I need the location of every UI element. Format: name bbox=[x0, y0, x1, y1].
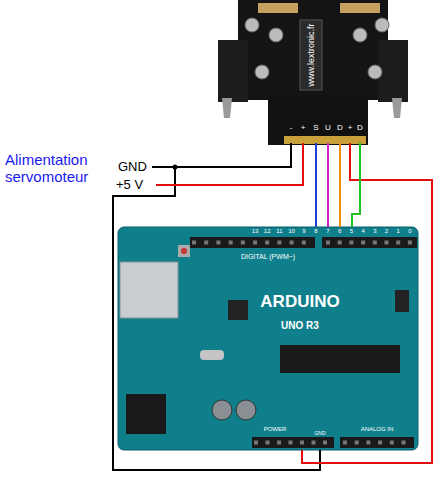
board-text: UNO R3 bbox=[281, 320, 319, 331]
supply-pin-label: +5 V bbox=[116, 178, 143, 192]
wire bbox=[327, 143, 329, 227]
pin-number: 1 bbox=[397, 228, 400, 235]
pin-number: 8 bbox=[314, 228, 317, 235]
pin-number: 7 bbox=[326, 228, 329, 235]
pin-number: 2 bbox=[385, 228, 388, 235]
pin-number: 6 bbox=[338, 228, 341, 235]
header-label: ANALOG IN bbox=[361, 426, 394, 433]
header-label: GND bbox=[314, 431, 325, 437]
module-pin-label: - bbox=[290, 124, 293, 133]
wire bbox=[315, 143, 317, 227]
header-label: DIGITAL (PWM~) bbox=[241, 253, 295, 261]
pin-number: 4 bbox=[361, 228, 364, 235]
board-text: ARDUINO bbox=[260, 292, 339, 312]
module-pin-label: D bbox=[337, 124, 343, 133]
pin-number: 9 bbox=[302, 228, 305, 235]
module-pin-label: + bbox=[348, 124, 353, 133]
module-pin-label: S bbox=[313, 124, 318, 133]
pin-number: 5 bbox=[350, 228, 353, 235]
arduino-board bbox=[118, 227, 418, 450]
sensor-module: www.lextronic.fr bbox=[218, 0, 408, 143]
arduino-board: ARDUINO UNO R3 bbox=[118, 227, 418, 450]
wire bbox=[339, 143, 341, 227]
module-pin-label: + bbox=[301, 124, 306, 133]
pin-number: 13 bbox=[252, 228, 259, 235]
supply-label: Alimentation servomoteur bbox=[5, 152, 105, 185]
module-pin-label: D bbox=[357, 124, 363, 133]
module-pin-label: U bbox=[325, 124, 331, 133]
pin-number: 3 bbox=[373, 228, 376, 235]
wire bbox=[352, 143, 360, 227]
header-label: POWER bbox=[264, 426, 287, 433]
pin-number: 11 bbox=[276, 228, 282, 235]
pin-number: 12 bbox=[264, 228, 271, 235]
pin-number: 10 bbox=[288, 228, 295, 235]
pin-number: 0 bbox=[408, 228, 411, 235]
board-text: www.lextronic.fr bbox=[306, 23, 316, 86]
sensor-module bbox=[218, 0, 408, 145]
supply-pin-label: GND bbox=[118, 160, 147, 174]
